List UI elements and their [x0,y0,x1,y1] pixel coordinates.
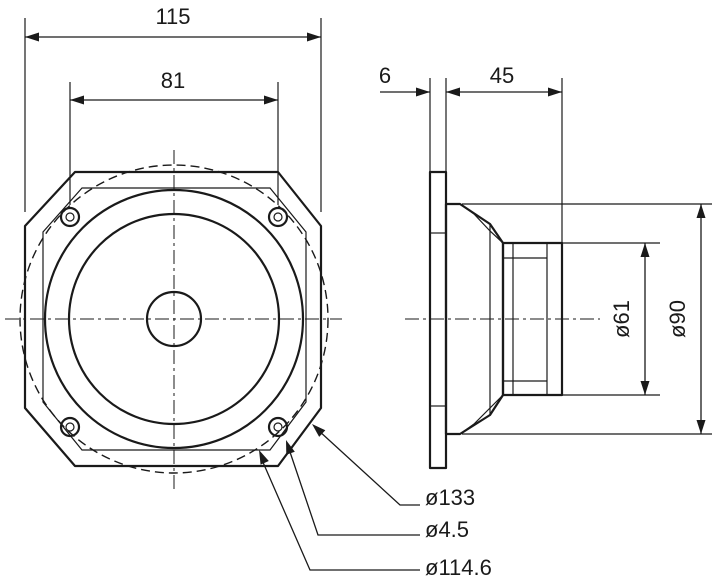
depth-label: 45 [490,63,514,88]
hole-diameter-label: ø4.5 [425,517,469,542]
dim-depth: 45 [470,63,563,243]
flange-thickness-label: 6 [379,63,391,88]
cutout-diameter-label: ø114.6 [425,555,492,580]
magnet-diameter-label: ø61 [609,300,634,338]
front-width-label: 115 [155,4,190,29]
side-flange [428,170,448,470]
front-view [5,150,342,492]
leader-hole-diameter [281,438,420,536]
cone-diameter-label: ø90 [665,300,690,338]
cone-outer-ring [43,188,305,450]
leader-bolt-circle [308,420,420,506]
dim-flange-thickness: 6 [379,63,470,172]
dim-front-width: 115 [24,4,322,212]
mounting-hole-bottom-left [59,416,81,438]
hole-spacing-label: 81 [161,68,185,93]
mounting-hole-bottom-right [267,416,289,438]
front-frame-outer [23,170,323,468]
dim-cone-diameter: ø90 [462,203,712,435]
mounting-hole-top-right [267,206,289,228]
mounting-hole-top-left [59,206,81,228]
front-frame-inner [42,187,307,451]
dim-magnet-diameter: ø61 [562,242,660,396]
dim-hole-spacing: 81 [69,68,279,205]
leader-cutout-diameter [254,448,420,571]
bolt-circle [19,164,329,474]
bolt-circle-label: ø133 [425,485,475,510]
side-view [405,170,600,470]
